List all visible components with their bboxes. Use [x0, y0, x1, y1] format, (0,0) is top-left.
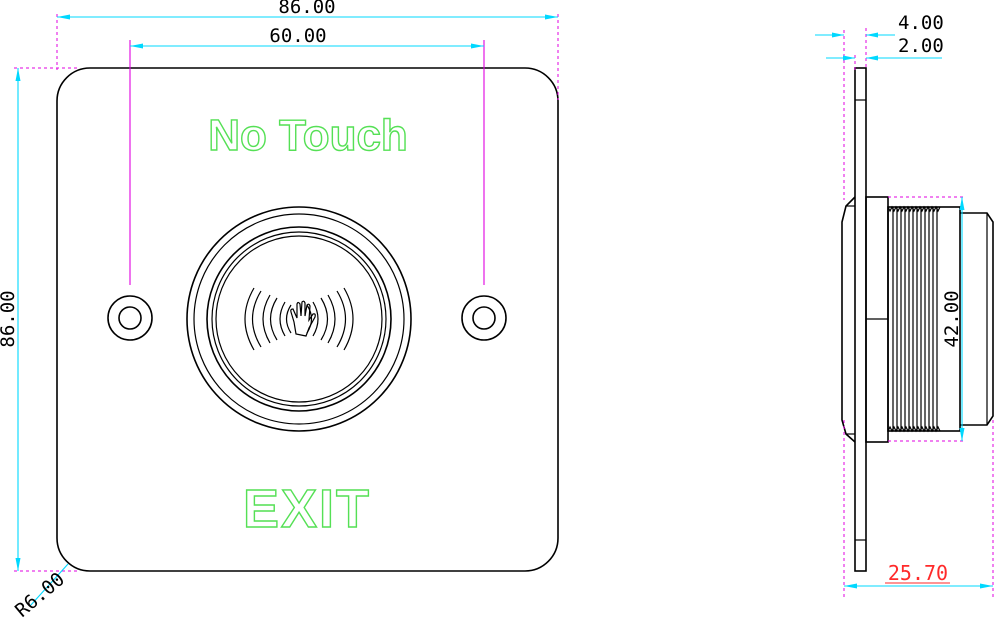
exit-label: EXIT [243, 479, 371, 539]
width-dimension: 86.00 [56, 0, 559, 100]
sensor-button [186, 206, 412, 432]
hole-spacing-dimension: 60.00 [129, 25, 485, 285]
depth-text: 25.70 [888, 561, 948, 585]
height-dimension-text: 86.00 [0, 290, 19, 347]
height-dimension: 86.00 [0, 67, 80, 572]
depth-dimension: 25.70 [843, 420, 994, 600]
no-touch-label: No Touch [208, 111, 408, 160]
touchless-hand-icon [244, 287, 354, 351]
plate-thickness-text: 4.00 [898, 12, 944, 34]
side-end-cap [960, 212, 994, 426]
corner-radius-text: R6.00 [11, 568, 69, 622]
front-plate-outline [56, 67, 559, 572]
thickness-dimension: 4.00 2.00 [815, 12, 944, 200]
side-plate [854, 67, 867, 572]
threaded-body [887, 205, 961, 433]
mounting-hole-left [107, 295, 153, 341]
flange-text: 2.00 [898, 35, 944, 57]
corner-radius-dimension: R6.00 [11, 563, 69, 622]
front-view: 86.00 60.00 86.00 R6.00 [0, 0, 559, 622]
thread-diameter-dimension: 42.00 [888, 196, 966, 442]
hole-spacing-text: 60.00 [269, 25, 326, 47]
mounting-hole-right [461, 295, 507, 341]
width-dimension-text: 86.00 [278, 0, 335, 18]
side-view: 4.00 2.00 42.00 25.70 [815, 12, 994, 600]
side-bezel [841, 196, 856, 443]
thread-diameter-text: 42.00 [941, 290, 963, 347]
